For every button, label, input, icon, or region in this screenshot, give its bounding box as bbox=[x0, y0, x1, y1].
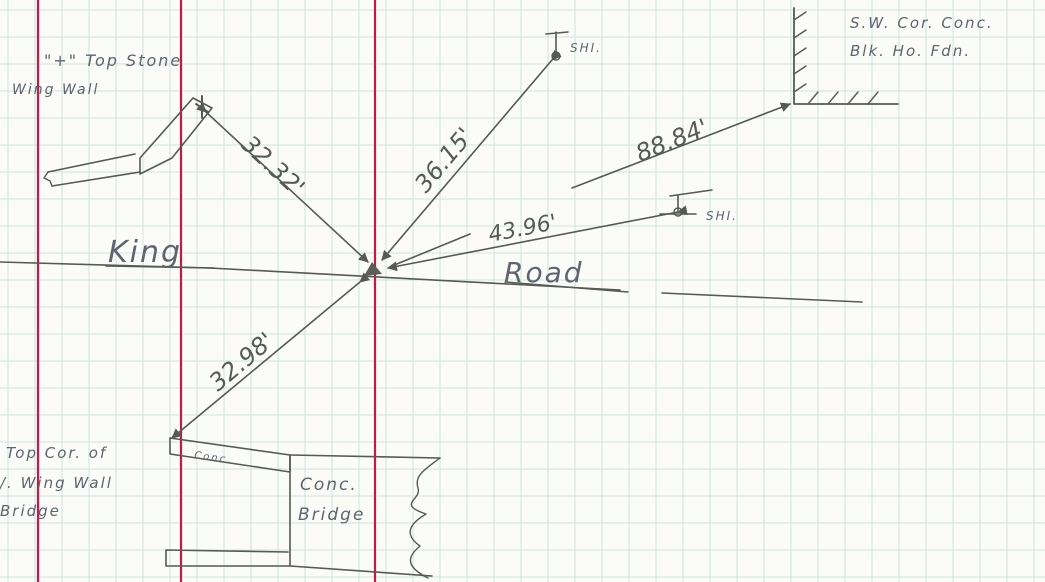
concrete-bridge bbox=[165, 437, 441, 579]
bridge-break-line bbox=[409, 457, 441, 579]
label-shi-2: SHI. bbox=[706, 209, 738, 223]
measurement-lines bbox=[171, 49, 791, 439]
label-top-cor-line3: Bridge bbox=[0, 502, 61, 520]
building-corner-lines bbox=[793, 7, 899, 105]
bridge-top-edge bbox=[289, 454, 441, 459]
label-top-stone-line2: Wing Wall bbox=[12, 82, 99, 98]
measure-line-wing-wall-bridge bbox=[171, 272, 371, 439]
dimension-88-84: 88.84' bbox=[632, 113, 712, 167]
measure-line-extra bbox=[391, 233, 471, 267]
building-hatching bbox=[793, 11, 879, 105]
label-sw-corner-line1: S.W. Cor. Conc. bbox=[850, 14, 994, 32]
labels: "+" Top Stone Wing Wall S.W. Cor. Conc. … bbox=[0, 14, 994, 525]
bridge-wall bbox=[165, 454, 291, 567]
shi-1-circle-icon bbox=[551, 51, 561, 61]
survey-point-mark bbox=[364, 262, 382, 276]
label-top-cor-line2: /. Wing Wall bbox=[0, 474, 113, 492]
road-edge-right bbox=[661, 292, 863, 303]
label-top-cor-line1: Top Cor. of bbox=[6, 444, 108, 462]
dimension-32-32: 32.32' bbox=[236, 130, 310, 202]
label-king: King bbox=[108, 235, 182, 270]
wing-wall-top-break bbox=[43, 171, 53, 187]
shi-1-crossbar bbox=[545, 31, 569, 35]
wing-wall-top-edges bbox=[47, 153, 141, 187]
label-conc-small: Conc. bbox=[194, 450, 233, 466]
shi-2-crossbar bbox=[669, 189, 713, 197]
label-road: Road bbox=[504, 256, 584, 289]
measure-line-sw-corner bbox=[571, 102, 791, 189]
measure-line-shi-2 bbox=[387, 205, 688, 272]
building-corner bbox=[793, 7, 899, 105]
road-underline bbox=[504, 281, 629, 293]
label-sw-corner-line2: Blk. Ho. Fdn. bbox=[850, 42, 971, 60]
king-underline bbox=[105, 265, 215, 269]
road-lines bbox=[0, 261, 863, 303]
label-shi-1: SHI. bbox=[570, 41, 602, 55]
shi-markers bbox=[545, 31, 713, 217]
label-bridge-line2: Bridge bbox=[298, 505, 365, 525]
survey-point bbox=[364, 262, 382, 276]
bridge-bottom-edge bbox=[289, 565, 433, 577]
dimension-32-98: 32.98' bbox=[204, 327, 280, 397]
shi-2-circle-icon bbox=[673, 207, 683, 217]
label-top-stone-line1: "+" Top Stone bbox=[44, 51, 182, 70]
measure-line-top-stone bbox=[195, 102, 369, 263]
label-bridge-line1: Conc. bbox=[300, 475, 358, 495]
